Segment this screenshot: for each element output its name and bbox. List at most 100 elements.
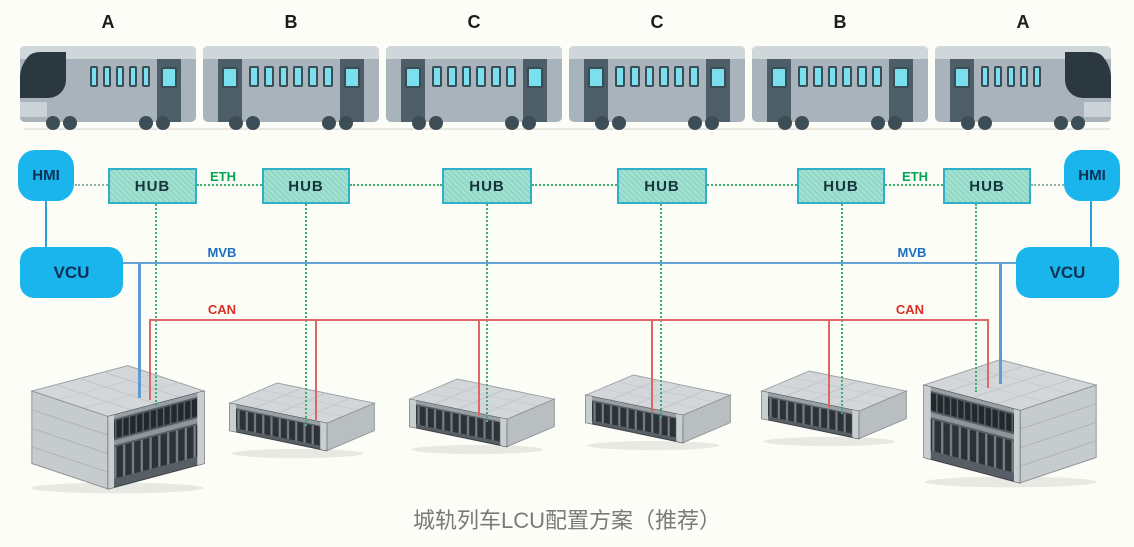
can-label-right: CAN bbox=[895, 302, 925, 317]
lcu-rack-3 bbox=[404, 368, 560, 455]
wheel bbox=[1071, 116, 1085, 130]
car-roof bbox=[386, 46, 562, 59]
hmi-hub-dotted-link bbox=[75, 184, 108, 186]
car-window bbox=[872, 66, 882, 87]
eth-label-right: ETH bbox=[902, 169, 928, 184]
car-door-pillar bbox=[706, 59, 730, 122]
car-window bbox=[491, 66, 502, 87]
car-window bbox=[506, 66, 516, 87]
can-bus-line bbox=[149, 319, 989, 321]
eth-dotted-link bbox=[197, 184, 262, 186]
eth-dotted-link bbox=[707, 184, 797, 186]
lcu-rack-6 bbox=[918, 336, 1104, 488]
car-window bbox=[446, 66, 457, 87]
car-windows bbox=[249, 66, 333, 87]
car-small-window bbox=[954, 67, 970, 88]
ground-line bbox=[24, 128, 1110, 130]
car-label-2: B bbox=[284, 12, 298, 32]
wheel bbox=[412, 116, 426, 130]
wheel bbox=[139, 116, 153, 130]
train-car-4 bbox=[569, 46, 745, 130]
car-window bbox=[476, 66, 487, 87]
train-car-6 bbox=[935, 46, 1111, 130]
hub-box-6: HUB bbox=[943, 168, 1031, 204]
car-window bbox=[1033, 66, 1041, 87]
car-window bbox=[129, 66, 137, 87]
wheel bbox=[961, 116, 975, 130]
car-small-window bbox=[588, 67, 604, 88]
car-roof bbox=[203, 46, 379, 59]
car-window bbox=[308, 66, 319, 87]
car-window bbox=[263, 66, 274, 87]
car-window bbox=[659, 66, 670, 87]
car-door-pillar bbox=[218, 59, 242, 122]
car-window bbox=[994, 66, 1002, 87]
car-window bbox=[857, 66, 868, 87]
car-small-window bbox=[893, 67, 909, 88]
wheel bbox=[505, 116, 519, 130]
car-door-pillar bbox=[157, 59, 181, 122]
car-window bbox=[116, 66, 124, 87]
car-roof bbox=[752, 46, 928, 59]
hub-drop-line-3 bbox=[486, 204, 488, 422]
car-small-window bbox=[527, 67, 543, 88]
car-window bbox=[644, 66, 655, 87]
diagram-title: 城轨列车LCU配置方案（推荐） bbox=[412, 508, 721, 533]
car-door-pillar bbox=[767, 59, 791, 122]
train-nose bbox=[1047, 46, 1111, 122]
can-drop-line-5 bbox=[828, 321, 830, 408]
car-window bbox=[812, 66, 823, 87]
windshield bbox=[1065, 52, 1111, 98]
car-window bbox=[615, 66, 625, 87]
car-windows bbox=[90, 66, 150, 87]
wheel bbox=[46, 116, 60, 130]
car-window bbox=[981, 66, 989, 87]
wheel bbox=[1054, 116, 1068, 130]
car-door-pillar bbox=[340, 59, 364, 122]
front-bumper bbox=[1084, 102, 1111, 117]
hmi-vcu-link-right bbox=[1090, 201, 1092, 247]
lcu-rack-2 bbox=[224, 372, 380, 459]
car-window bbox=[323, 66, 333, 87]
car-small-window bbox=[771, 67, 787, 88]
car-door-pillar bbox=[950, 59, 974, 122]
hub-box-3: HUB bbox=[442, 168, 532, 204]
can-label-left: CAN bbox=[207, 302, 237, 317]
car-door-pillar bbox=[523, 59, 547, 122]
car-window bbox=[674, 66, 685, 87]
hmi-box-left: HMI bbox=[18, 150, 74, 201]
car-label-5: B bbox=[833, 12, 847, 32]
car-door-pillar bbox=[401, 59, 425, 122]
lcu-rack-5 bbox=[756, 360, 912, 447]
lcu-rack-4 bbox=[580, 364, 736, 451]
wheel bbox=[156, 116, 170, 130]
car-windows bbox=[432, 66, 516, 87]
eth-dotted-link bbox=[885, 184, 943, 186]
hmi-box-right: HMI bbox=[1064, 150, 1120, 201]
hub-drop-line-4 bbox=[660, 204, 662, 418]
car-label-6: A bbox=[1016, 12, 1030, 32]
car-door-pillar bbox=[889, 59, 913, 122]
hub-hmi-dotted-link bbox=[1031, 184, 1064, 186]
windshield bbox=[20, 52, 66, 98]
vcu-box-left: VCU bbox=[20, 247, 123, 298]
car-window bbox=[103, 66, 111, 87]
wheel bbox=[795, 116, 809, 130]
eth-dotted-link bbox=[350, 184, 442, 186]
car-door-pillar bbox=[584, 59, 608, 122]
hub-drop-line-2 bbox=[305, 204, 307, 426]
train-car-3 bbox=[386, 46, 562, 130]
hub-drop-line-5 bbox=[841, 204, 843, 414]
lcu-rack-1 bbox=[24, 342, 210, 494]
wheel bbox=[522, 116, 536, 130]
wheel bbox=[705, 116, 719, 130]
wheel bbox=[888, 116, 902, 130]
car-window bbox=[629, 66, 640, 87]
wheel bbox=[978, 116, 992, 130]
train-nose bbox=[20, 46, 84, 122]
car-window bbox=[827, 66, 838, 87]
car-window bbox=[278, 66, 289, 87]
hmi-vcu-link-left bbox=[45, 201, 47, 247]
mvb-drop-line-right bbox=[999, 263, 1002, 384]
